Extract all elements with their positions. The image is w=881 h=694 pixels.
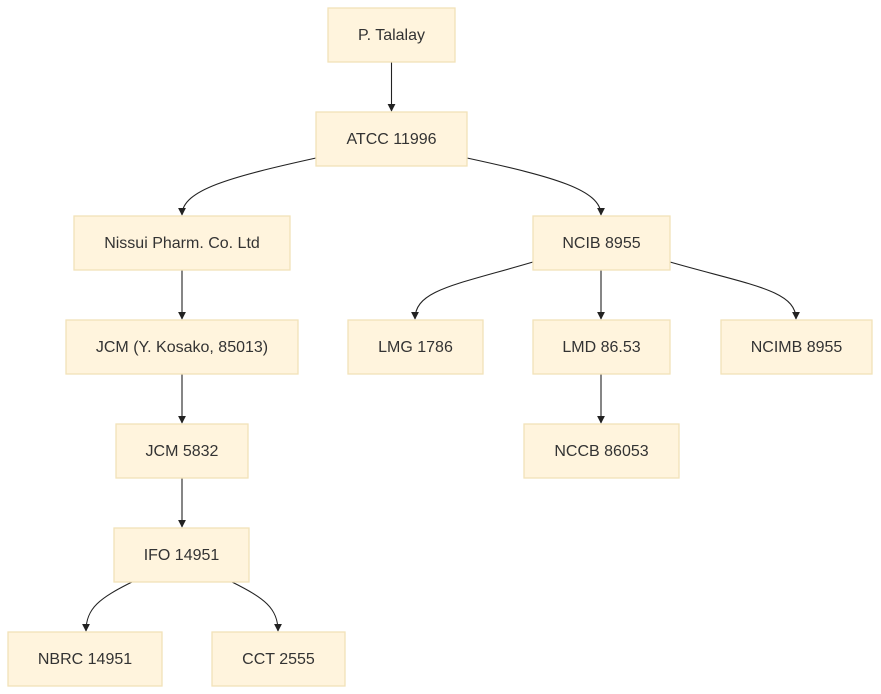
edge-ifo-nbrc: [82, 581, 133, 632]
node-box: [347, 319, 484, 375]
node-nbrc: NBRC 14951: [7, 631, 163, 687]
node-box: [73, 215, 291, 271]
edge-atcc-ncib: [466, 157, 605, 216]
node-box: [7, 631, 163, 687]
node-ifo: IFO 14951: [113, 527, 250, 583]
node-jcm5832: JCM 5832: [115, 423, 249, 479]
node-label: NCIB 8955: [562, 235, 640, 252]
edge-atcc-nissui: [178, 157, 317, 216]
node-label: LMG 1786: [378, 339, 453, 356]
node-box: [315, 111, 468, 167]
edge-ncib-lmg: [411, 261, 534, 320]
node-box: [211, 631, 346, 687]
node-label: NBRC 14951: [38, 651, 132, 668]
node-jcm-kosako: JCM (Y. Kosako, 85013): [65, 319, 299, 375]
node-label: LMD 86.53: [562, 339, 640, 356]
node-label: JCM (Y. Kosako, 85013): [96, 339, 268, 356]
node-label: CCT 2555: [242, 651, 315, 668]
node-box: [327, 7, 456, 63]
node-label: NCIMB 8955: [751, 339, 843, 356]
edge-ifo-cct: [231, 581, 282, 632]
node-label: IFO 14951: [144, 547, 220, 564]
node-lmd: LMD 86.53: [532, 319, 671, 375]
node-lmg: LMG 1786: [347, 319, 484, 375]
node-atcc: ATCC 11996: [315, 111, 468, 167]
node-box: [65, 319, 299, 375]
node-label: Nissui Pharm. Co. Ltd: [104, 235, 260, 252]
node-ncimb: NCIMB 8955: [720, 319, 873, 375]
node-label: NCCB 86053: [554, 443, 648, 460]
node-talalay: P. Talalay: [327, 7, 456, 63]
node-cct: CCT 2555: [211, 631, 346, 687]
node-box: [113, 527, 250, 583]
node-box: [532, 215, 671, 271]
node-nccb: NCCB 86053: [523, 423, 680, 479]
node-ncib: NCIB 8955: [532, 215, 671, 271]
node-box: [720, 319, 873, 375]
edges-layer: [82, 62, 800, 632]
node-box: [532, 319, 671, 375]
edge-ncib-ncimb: [669, 261, 800, 320]
node-box: [115, 423, 249, 479]
node-nissui: Nissui Pharm. Co. Ltd: [73, 215, 291, 271]
node-label: ATCC 11996: [346, 131, 436, 148]
node-label: P. Talalay: [358, 27, 425, 44]
node-label: JCM 5832: [146, 443, 219, 460]
node-box: [523, 423, 680, 479]
